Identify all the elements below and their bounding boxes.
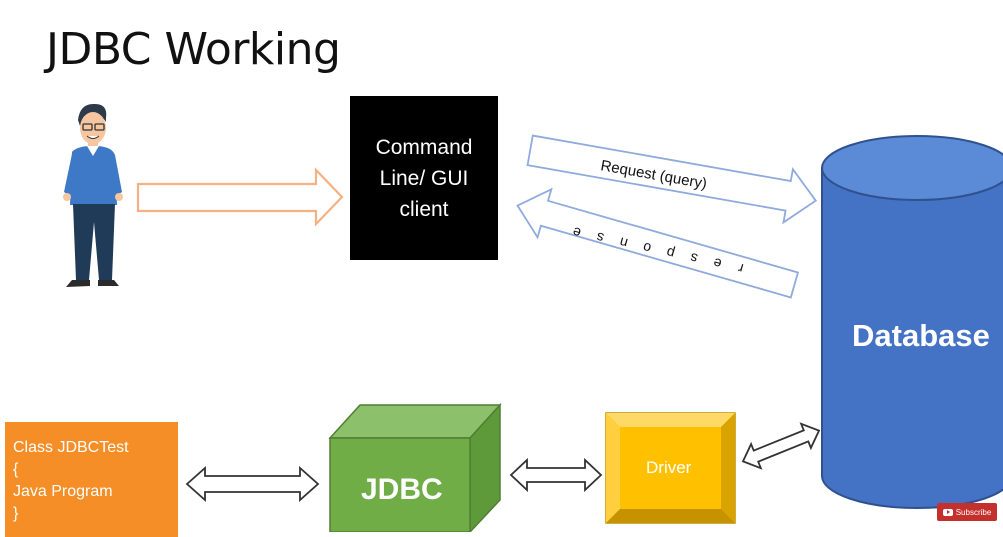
database-label: Database [852, 318, 990, 353]
request-arrow [526, 134, 818, 225]
response-letter: r [736, 260, 745, 277]
driver-database-arrow [741, 422, 821, 470]
youtube-icon [942, 508, 953, 516]
subscribe-label: Subscribe [955, 507, 992, 517]
database-cylinder [821, 135, 1003, 509]
subscribe-button[interactable]: Subscribe [937, 503, 997, 521]
client-box: Command Line/ GUI client [350, 96, 498, 260]
response-letter: s [594, 229, 605, 246]
java-line-3: Java Program [13, 483, 113, 500]
response-arrow [516, 187, 800, 299]
jdbc-driver-arrow [509, 457, 603, 493]
java-line-4: } [13, 505, 19, 522]
jdbc-cube [328, 403, 502, 532]
response-letter: n [618, 234, 630, 252]
java-jdbc-arrow [185, 465, 320, 503]
jdbc-label: JDBC [361, 473, 443, 506]
driver-label: Driver [646, 458, 692, 477]
driver-box [605, 412, 736, 524]
client-line-3: client [399, 197, 449, 221]
response-letter: s [688, 250, 699, 267]
user-person-icon [63, 103, 123, 287]
java-line-1: Class JDBCTest [13, 439, 129, 456]
client-line-2: Line/ GUI [379, 166, 469, 190]
java-program-box: Class JDBCTest { Java Program } [5, 422, 178, 537]
page-title: JDBC Working [46, 24, 341, 75]
client-line-1: Command [375, 135, 473, 159]
java-line-2: { [13, 461, 19, 478]
user-to-client-arrow [136, 167, 344, 227]
